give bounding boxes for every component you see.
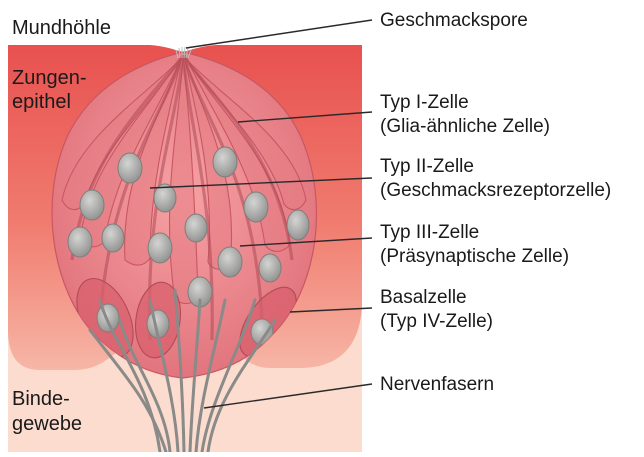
label-type3-line2: (Präsynaptische Zelle) bbox=[380, 246, 569, 267]
nucleus bbox=[244, 192, 268, 222]
label-tongue-epithelium-2: epithel bbox=[12, 91, 71, 113]
label-type2-line2: (Geschmacksrezeptorzelle) bbox=[380, 180, 611, 201]
label-nerve-fibers: Nervenfasern bbox=[380, 374, 494, 395]
label-basal-line2: (Typ IV-Zelle) bbox=[380, 311, 493, 332]
nucleus bbox=[102, 224, 124, 252]
label-connective-tissue-1: Binde- bbox=[12, 388, 70, 410]
nucleus bbox=[80, 190, 104, 220]
label-type1-line2: (Glia-ähnliche Zelle) bbox=[380, 116, 550, 137]
label-type1-line1: Typ I-Zelle bbox=[380, 92, 469, 113]
nucleus bbox=[148, 233, 172, 263]
nucleus bbox=[218, 247, 242, 277]
label-taste-pore: Geschmackspore bbox=[380, 10, 528, 31]
label-basal-line1: Basalzelle bbox=[380, 287, 467, 308]
label-type3-line1: Typ III-Zelle bbox=[380, 222, 479, 243]
label-oral-cavity: Mundhöhle bbox=[12, 17, 111, 39]
nucleus bbox=[213, 147, 237, 177]
nucleus bbox=[259, 254, 281, 282]
nucleus bbox=[118, 153, 142, 183]
nucleus bbox=[97, 304, 119, 332]
label-type2-line1: Typ II-Zelle bbox=[380, 156, 474, 177]
nucleus bbox=[68, 227, 92, 257]
nucleus bbox=[287, 210, 309, 240]
label-connective-tissue-2: gewebe bbox=[12, 413, 82, 435]
label-tongue-epithelium-1: Zungen- bbox=[12, 67, 87, 89]
leader-taste-pore bbox=[186, 20, 372, 48]
nucleus bbox=[185, 214, 207, 242]
